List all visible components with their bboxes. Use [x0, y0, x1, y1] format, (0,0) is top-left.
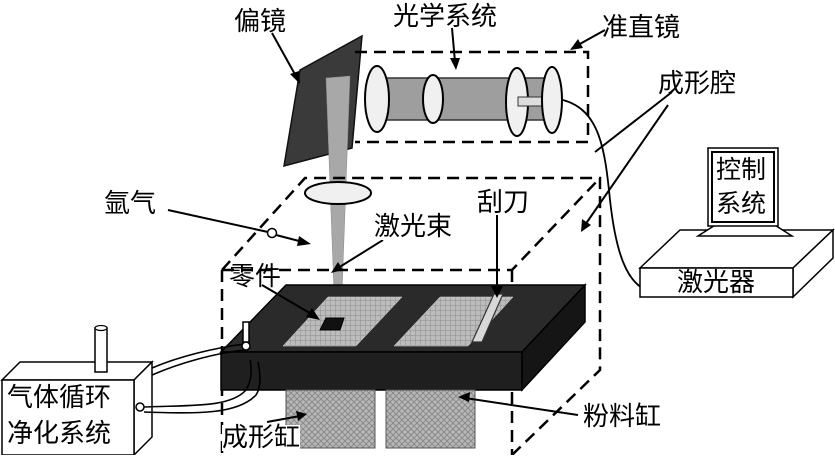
deflection-mirror — [283, 34, 363, 168]
fiber-cable — [562, 99, 656, 293]
label-build-cylinder: 成形缸 — [222, 423, 301, 453]
label-beam: 激光束 — [374, 212, 453, 242]
label-collimator: 准直镜 — [602, 13, 681, 43]
label-part: 零件 — [229, 262, 282, 292]
label-mirror: 偏镜 — [234, 7, 287, 37]
scraper-blade — [471, 293, 504, 343]
label-gas-line1: 气体循环 — [7, 383, 112, 413]
build-cylinder — [285, 389, 376, 449]
label-powder-cylinder: 粉料缸 — [583, 402, 662, 432]
gas-circulation-unit — [0, 324, 154, 457]
build-chamber — [220, 176, 602, 456]
focus-lens — [304, 181, 372, 205]
argon-arrow — [167, 209, 311, 246]
leader-lines — [261, 27, 673, 423]
label-controller-line1: 控制 — [716, 155, 767, 184]
label-gas-line2: 净化系统 — [7, 419, 112, 449]
control-monitor — [695, 147, 795, 237]
optics-system — [355, 50, 590, 144]
gas-pipes — [143, 321, 261, 414]
label-controller-line2: 系统 — [716, 189, 767, 218]
laser-unit — [638, 228, 835, 299]
build-platform — [219, 283, 587, 392]
label-scraper: 刮刀 — [477, 188, 530, 218]
label-argon: 氩气 — [104, 189, 157, 219]
powder-cylinder — [385, 389, 476, 449]
label-optics: 光学系统 — [393, 2, 498, 32]
label-laser: 激光器 — [677, 268, 756, 298]
label-chamber: 成形腔 — [658, 69, 737, 99]
